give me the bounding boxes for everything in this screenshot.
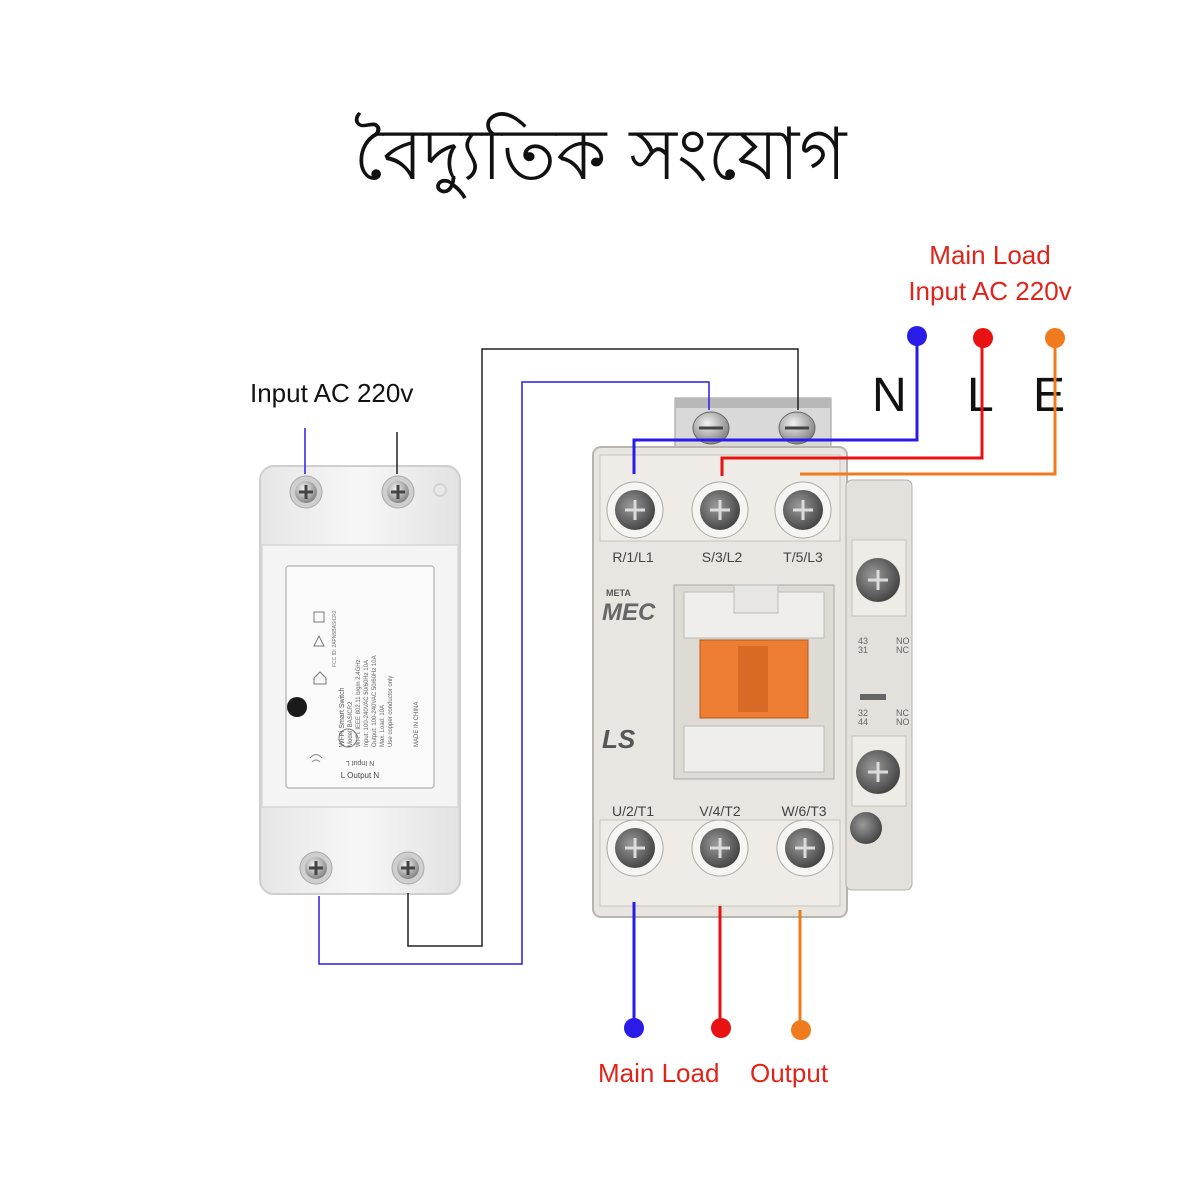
main-input-wire-n <box>632 336 919 474</box>
switch-input-screw-l <box>381 475 415 509</box>
indoor-icon <box>313 671 327 685</box>
wires <box>304 326 1065 1040</box>
switch-label-line-5: Output: 100-240VAC 50/60Hz 10A <box>372 655 378 747</box>
main-input-label: Main Load Input AC 220v <box>880 237 1100 309</box>
terminal-label-v-t2: V/4/T2 <box>699 803 740 819</box>
page-title: বৈদ্যুতিক সংযোগ <box>353 112 847 196</box>
terminal-w-t3 <box>776 819 834 877</box>
phase-label-n: N <box>872 369 907 422</box>
aux-label-32: 32 <box>858 708 868 718</box>
aux-label-44: 44 <box>858 717 868 727</box>
control-wire-output-l <box>407 348 799 947</box>
auxiliary-contact-block: 43 NO 31 NC 32 NC 44 NO <box>845 479 913 891</box>
wifi-icon <box>309 754 323 763</box>
terminal-r-l1 <box>606 481 664 539</box>
smart-switch-module: N Input L Wi-Fi Smart Switch Model: BASI… <box>259 465 461 895</box>
output-dot-l <box>711 1018 731 1038</box>
main-input-label-line2: Input AC 220v <box>908 276 1072 306</box>
terminal-label-s-l2: S/3/L2 <box>702 549 743 565</box>
main-input-wire-e <box>800 338 1057 476</box>
contactor: R/1/L1 S/3/L2 T/5/L3 META MEC LS U/2/T1 … <box>592 397 913 918</box>
switch-made-in: MADE IN CHINA <box>414 702 420 747</box>
aux-label-31: 31 <box>858 645 868 655</box>
terminal-label-u-t1: U/2/T1 <box>612 803 654 819</box>
warning-icon <box>313 634 325 647</box>
main-input-wire-l <box>720 338 984 476</box>
class-ii-icon <box>313 611 325 623</box>
aux-label-no-top: NO <box>896 636 910 646</box>
switch-label-line-6: Max. Load: 10A <box>380 705 386 747</box>
switch-label-line-1: Wi-Fi Smart Switch <box>339 687 346 747</box>
switch-top-mark: N Input L <box>346 759 375 766</box>
output-label: Output <box>750 1058 829 1088</box>
main-input-label-line1: Main Load <box>929 240 1051 270</box>
aux-label-43: 43 <box>858 636 868 646</box>
output-main-load-label: Main Load <box>598 1058 720 1088</box>
terminal-t-l3 <box>774 481 832 539</box>
switch-input-label: Input AC 220v <box>250 378 414 408</box>
switch-output-screw-n <box>391 851 425 885</box>
terminal-v-t2 <box>691 819 749 877</box>
pairing-button[interactable] <box>287 697 307 717</box>
switch-label-line-2: Model: BASICR2 <box>348 701 354 747</box>
terminal-label-r-l1: R/1/L1 <box>612 549 653 565</box>
main-input-dot-l <box>973 328 993 348</box>
switch-label-line-3: Wi-Fi: IEEE 802.11 b/g/n 2.4GHz <box>356 659 362 747</box>
coil-terminal-a1 <box>692 411 730 445</box>
switch-fcc-id: FCC ID: 2APN5BASICR2 <box>332 610 338 667</box>
terminal-label-t-l3: T/5/L3 <box>783 549 823 565</box>
terminal-label-w-t3: W/6/T3 <box>781 803 826 819</box>
brand-logo: MEC <box>602 599 656 626</box>
aux-label-nc-bottom: NC <box>896 708 909 718</box>
main-input-dot-n <box>907 326 927 346</box>
brand-small: META <box>606 588 631 598</box>
control-wire-output-n <box>318 381 710 965</box>
etl-mark-icon <box>338 728 358 748</box>
output-dot-e <box>791 1020 811 1040</box>
phase-label-e: E <box>1033 369 1066 422</box>
main-input-dot-e <box>1045 328 1065 348</box>
aux-label-no-bottom: NO <box>896 717 910 727</box>
maker-logo: LS <box>602 724 636 754</box>
output-dot-n <box>624 1018 644 1038</box>
aux-label-nc-top: NC <box>896 645 909 655</box>
terminal-s-l2 <box>691 481 749 539</box>
switch-output-mark: L Output N <box>341 771 380 780</box>
coil-terminal-a2 <box>778 411 816 445</box>
switch-label-line-4: Input: 100-240VAC 50/60Hz 10A <box>364 660 370 747</box>
switch-label-line-7: Use copper conductor only <box>388 676 394 747</box>
switch-output-screw-l <box>299 851 333 885</box>
switch-input-screw-n <box>289 475 323 509</box>
terminal-u-t1 <box>606 819 664 877</box>
phase-label-l: L <box>967 369 994 422</box>
